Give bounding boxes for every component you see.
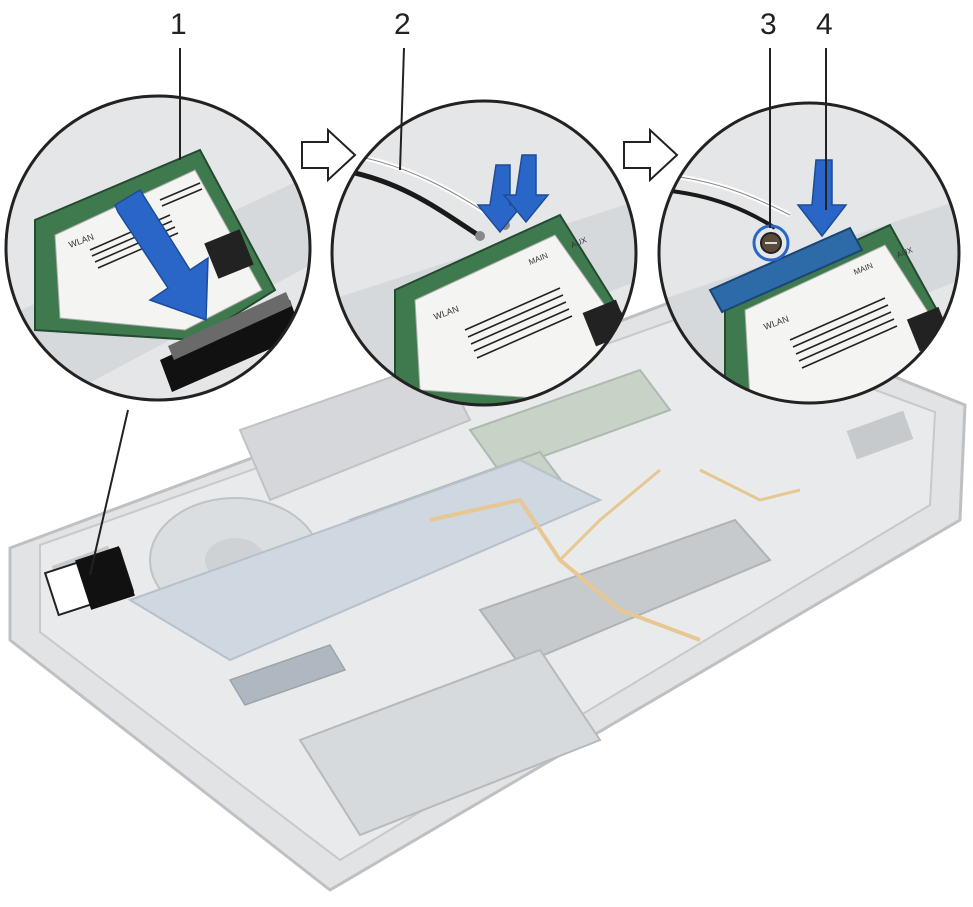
direction-arrow-icon — [302, 130, 355, 180]
callout-2: 2 — [394, 10, 411, 40]
callout-3: 3 — [760, 10, 777, 40]
callout-1: 1 — [170, 10, 187, 40]
connector-icon — [475, 231, 485, 241]
direction-arrow-icon — [624, 130, 677, 180]
callout-4: 4 — [816, 10, 833, 40]
detail-circle-1: WLAN — [0, 96, 320, 420]
